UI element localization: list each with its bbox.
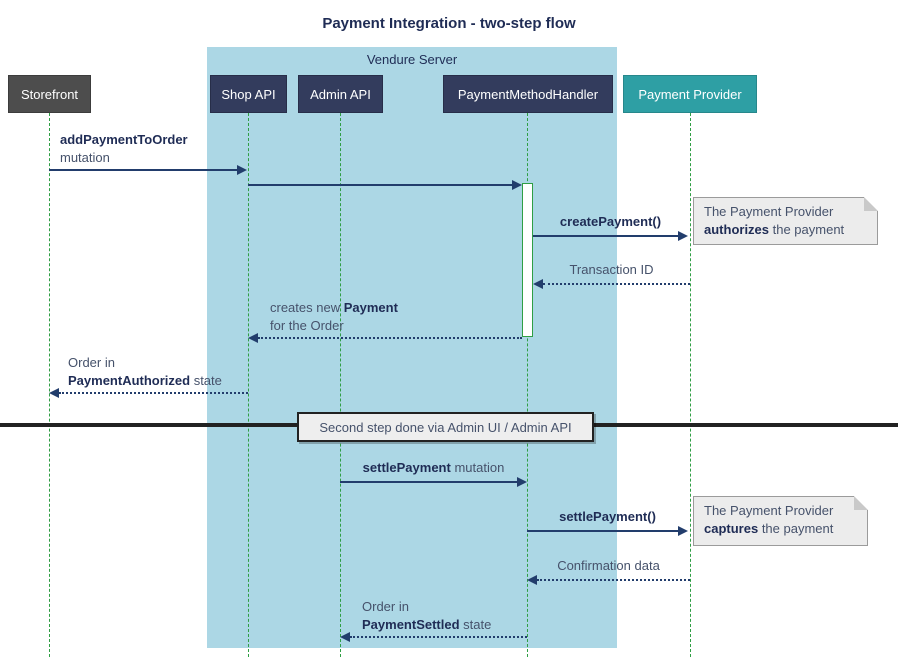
- message-label-payment-settled: Order in PaymentSettled state: [362, 599, 492, 632]
- arrow-confirmation-data: [537, 579, 690, 581]
- message-label-create-payment: createPayment(): [559, 214, 662, 229]
- lifeline-storefront: [49, 113, 50, 657]
- message-label-payment-authorized: Order in PaymentAuthorized state: [68, 355, 222, 388]
- arrow-creates-new-payment: [258, 337, 522, 339]
- arrow-payment-authorized: [59, 392, 248, 394]
- participant-shop-api: Shop API: [210, 75, 287, 113]
- participant-admin-api: Admin API: [298, 75, 383, 113]
- arrow-create-payment: [533, 235, 678, 237]
- participant-storefront: Storefront: [8, 75, 91, 113]
- arrow-shop-api-to-handler: [248, 184, 512, 186]
- vendure-server-container: Vendure Server: [207, 47, 617, 648]
- arrowhead-left-icon: [340, 632, 350, 642]
- message-label-add-payment-to-order: addPaymentToOrder mutation: [60, 132, 188, 165]
- arrowhead-right-icon: [237, 165, 247, 175]
- message-label-confirmation-data: Confirmation data: [557, 558, 660, 573]
- participant-payment-provider: Payment Provider: [623, 75, 757, 113]
- arrowhead-right-icon: [678, 231, 688, 241]
- arrowhead-right-icon: [512, 180, 522, 190]
- participant-label: Shop API: [221, 86, 276, 102]
- message-label-creates-new-payment: creates new Payment for the Order: [270, 300, 398, 333]
- arrow-settle-payment-mutation: [340, 481, 517, 483]
- participant-payment-method-handler: PaymentMethodHandler: [443, 75, 613, 113]
- activation-bar-payment-method-handler: [522, 183, 533, 337]
- note-captures: The Payment Provider captures the paymen…: [693, 496, 868, 546]
- note-fold-icon: [864, 197, 878, 211]
- arrow-add-payment-to-order: [49, 169, 237, 171]
- participant-label: Admin API: [310, 86, 371, 102]
- participant-label: Storefront: [20, 86, 79, 102]
- divider-label: Second step done via Admin UI / Admin AP…: [319, 419, 572, 435]
- arrow-transaction-id: [543, 283, 690, 285]
- arrowhead-left-icon: [533, 279, 543, 289]
- lifeline-payment-method-handler: [527, 113, 528, 657]
- note-authorizes: The Payment Provider authorizes the paym…: [693, 197, 878, 245]
- lifeline-shop-api: [248, 113, 249, 657]
- arrowhead-right-icon: [678, 526, 688, 536]
- divider-second-step: Second step done via Admin UI / Admin AP…: [297, 412, 594, 442]
- message-label-settle-payment-mutation: settlePayment mutation: [362, 460, 505, 475]
- arrowhead-left-icon: [49, 388, 59, 398]
- arrow-settle-payment-call: [527, 530, 678, 532]
- participant-label: PaymentMethodHandler: [457, 86, 599, 102]
- arrowhead-left-icon: [527, 575, 537, 585]
- arrowhead-left-icon: [248, 333, 258, 343]
- message-label-settle-payment-call: settlePayment(): [559, 509, 656, 524]
- note-fold-icon: [854, 496, 868, 510]
- arrowhead-right-icon: [517, 477, 527, 487]
- message-label-transaction-id: Transaction ID: [569, 262, 654, 277]
- arrow-payment-settled: [350, 636, 527, 638]
- vendure-server-label: Vendure Server: [366, 52, 458, 67]
- participant-label: Payment Provider: [638, 86, 742, 102]
- lifeline-payment-provider: [690, 113, 691, 657]
- diagram-title: Payment Integration - two-step flow: [322, 15, 576, 32]
- lifeline-admin-api: [340, 113, 341, 657]
